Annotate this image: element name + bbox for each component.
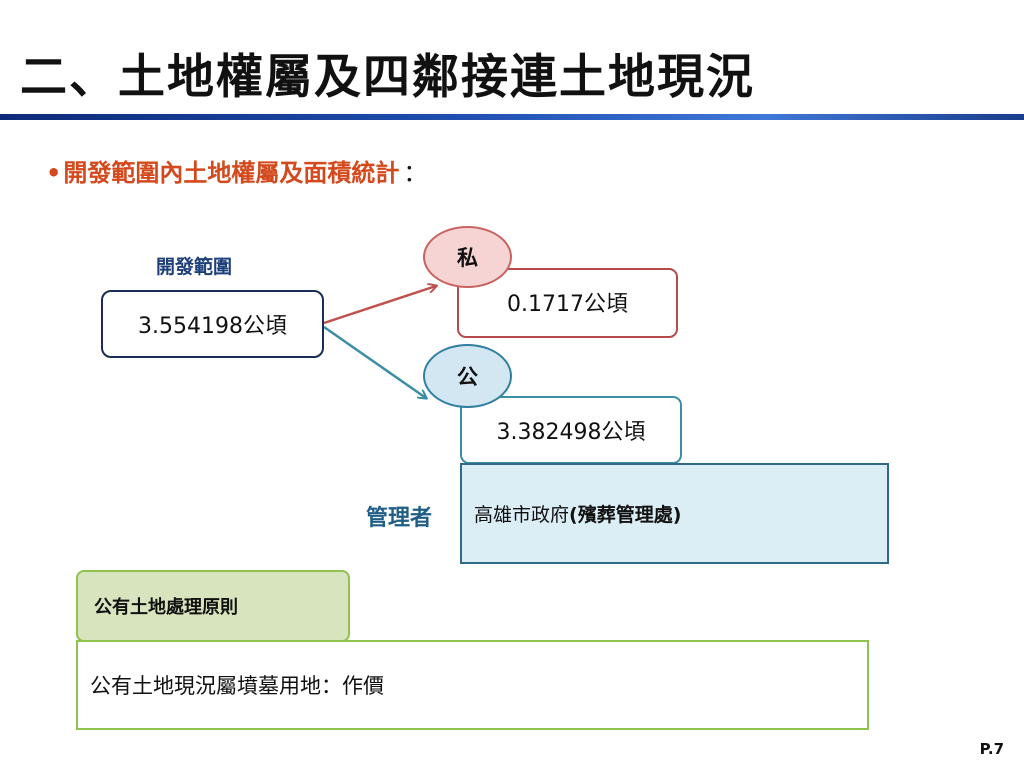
arrow-to-public bbox=[323, 325, 426, 398]
private-land-badge: 私 bbox=[423, 226, 512, 288]
public-land-badge: 公 bbox=[423, 344, 512, 408]
arrow-to-private bbox=[323, 286, 436, 325]
bullet-heading-text: 開發範圍內土地權屬及面積統計 bbox=[63, 159, 400, 187]
principle-tab-label: 公有土地處理原則 bbox=[94, 597, 238, 618]
development-range-box: 3.554198公頃 bbox=[101, 290, 324, 358]
bullet-heading: •開發範圍內土地權屬及面積統計： bbox=[46, 153, 427, 188]
title-underline-bar bbox=[0, 114, 1024, 120]
principle-body-box: 公有土地現況屬墳墓用地：作價 bbox=[76, 640, 869, 730]
private-land-label: 私 bbox=[457, 246, 478, 270]
public-land-value: 3.382498公頃 bbox=[496, 420, 646, 445]
bullet-marker: • bbox=[46, 159, 62, 187]
slide-title: 二、土地權屬及四鄰接連土地現況 bbox=[20, 50, 755, 105]
development-range-label: 開發範圍 bbox=[156, 256, 233, 278]
bullet-colon: ： bbox=[403, 159, 428, 187]
private-land-value: 0.1717公頃 bbox=[507, 292, 628, 317]
public-land-label: 公 bbox=[457, 365, 478, 389]
manager-unit: (殯葬管理處) bbox=[569, 504, 682, 526]
principle-tab: 公有土地處理原則 bbox=[76, 570, 350, 642]
manager-box: 高雄市政府(殯葬管理處) bbox=[460, 463, 889, 564]
development-range-value: 3.554198公頃 bbox=[138, 314, 287, 339]
principle-body-text: 公有土地現況屬墳墓用地：作價 bbox=[90, 674, 384, 698]
manager-label: 管理者 bbox=[366, 506, 433, 531]
manager-name: 高雄市政府 bbox=[474, 504, 570, 526]
public-land-box: 3.382498公頃 bbox=[460, 396, 682, 464]
page-number: P.7 bbox=[979, 740, 1004, 758]
